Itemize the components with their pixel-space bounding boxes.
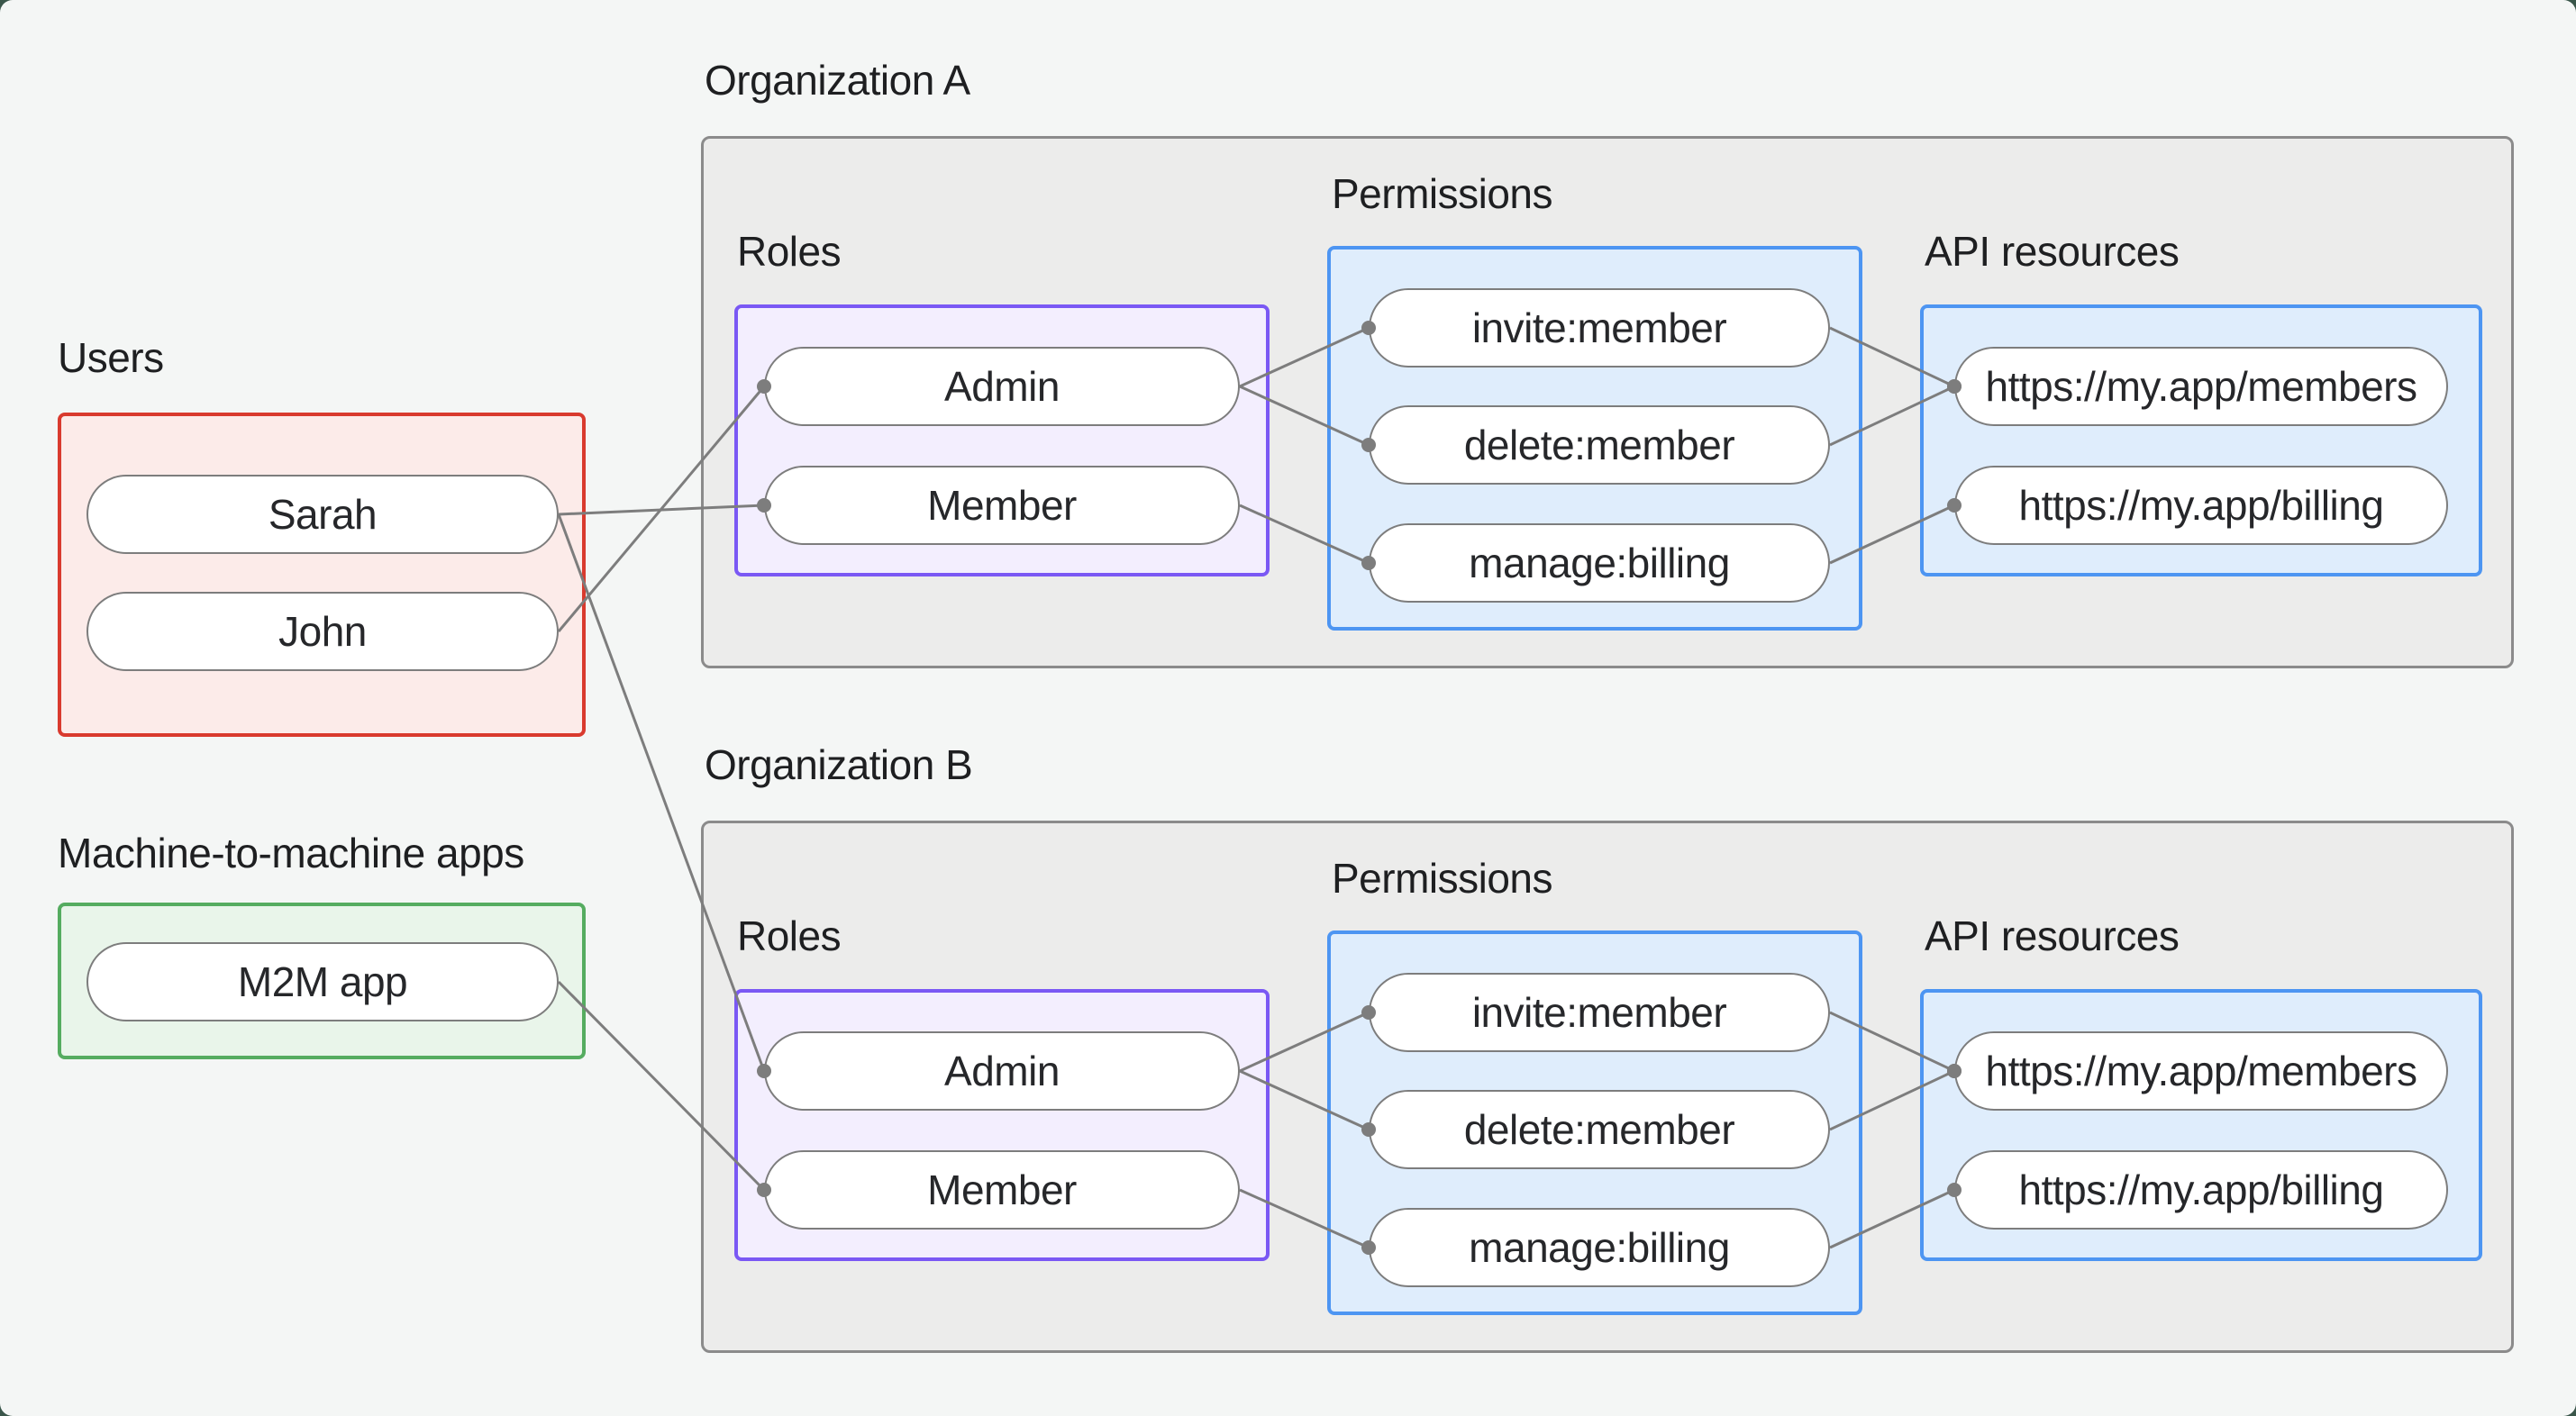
user-node-john: John: [86, 592, 559, 671]
org-b-api-resources-label: API resources: [1925, 912, 2180, 959]
org-b-permission-node-invite-member: invite:member: [1369, 973, 1830, 1052]
org-a-api-node-billing: https://my.app/billing: [1954, 466, 2448, 545]
org-a-permissions-label: Permissions: [1332, 170, 1553, 217]
m2m-apps-group-label: Machine-to-machine apps: [58, 830, 524, 876]
org-b-api-node-billing: https://my.app/billing: [1954, 1150, 2448, 1230]
org-b-permission-node-delete-member: delete:member: [1369, 1090, 1830, 1169]
org-a-api-node-members: https://my.app/members: [1954, 347, 2448, 426]
users-group-box: [58, 413, 586, 737]
org-a-permission-node-invite-member: invite:member: [1369, 288, 1830, 368]
org-b-api-node-members: https://my.app/members: [1954, 1031, 2448, 1111]
org-b-role-node-member: Member: [764, 1150, 1240, 1230]
org-b-roles-label: Roles: [737, 912, 842, 959]
organization-a-label: Organization A: [705, 57, 970, 104]
org-a-role-node-member: Member: [764, 466, 1240, 545]
org-a-permission-node-manage-billing: manage:billing: [1369, 523, 1830, 603]
m2m-app-node: M2M app: [86, 942, 559, 1021]
organization-b-label: Organization B: [705, 741, 973, 788]
user-node-sarah: Sarah: [86, 475, 559, 554]
org-a-permission-node-delete-member: delete:member: [1369, 405, 1830, 485]
org-b-role-node-admin: Admin: [764, 1031, 1240, 1111]
users-group-label: Users: [58, 334, 164, 381]
org-b-permissions-label: Permissions: [1332, 855, 1553, 902]
org-a-roles-label: Roles: [737, 228, 842, 275]
org-a-role-node-admin: Admin: [764, 347, 1240, 426]
org-b-permission-node-manage-billing: manage:billing: [1369, 1208, 1830, 1287]
org-a-api-resources-label: API resources: [1925, 228, 2180, 275]
